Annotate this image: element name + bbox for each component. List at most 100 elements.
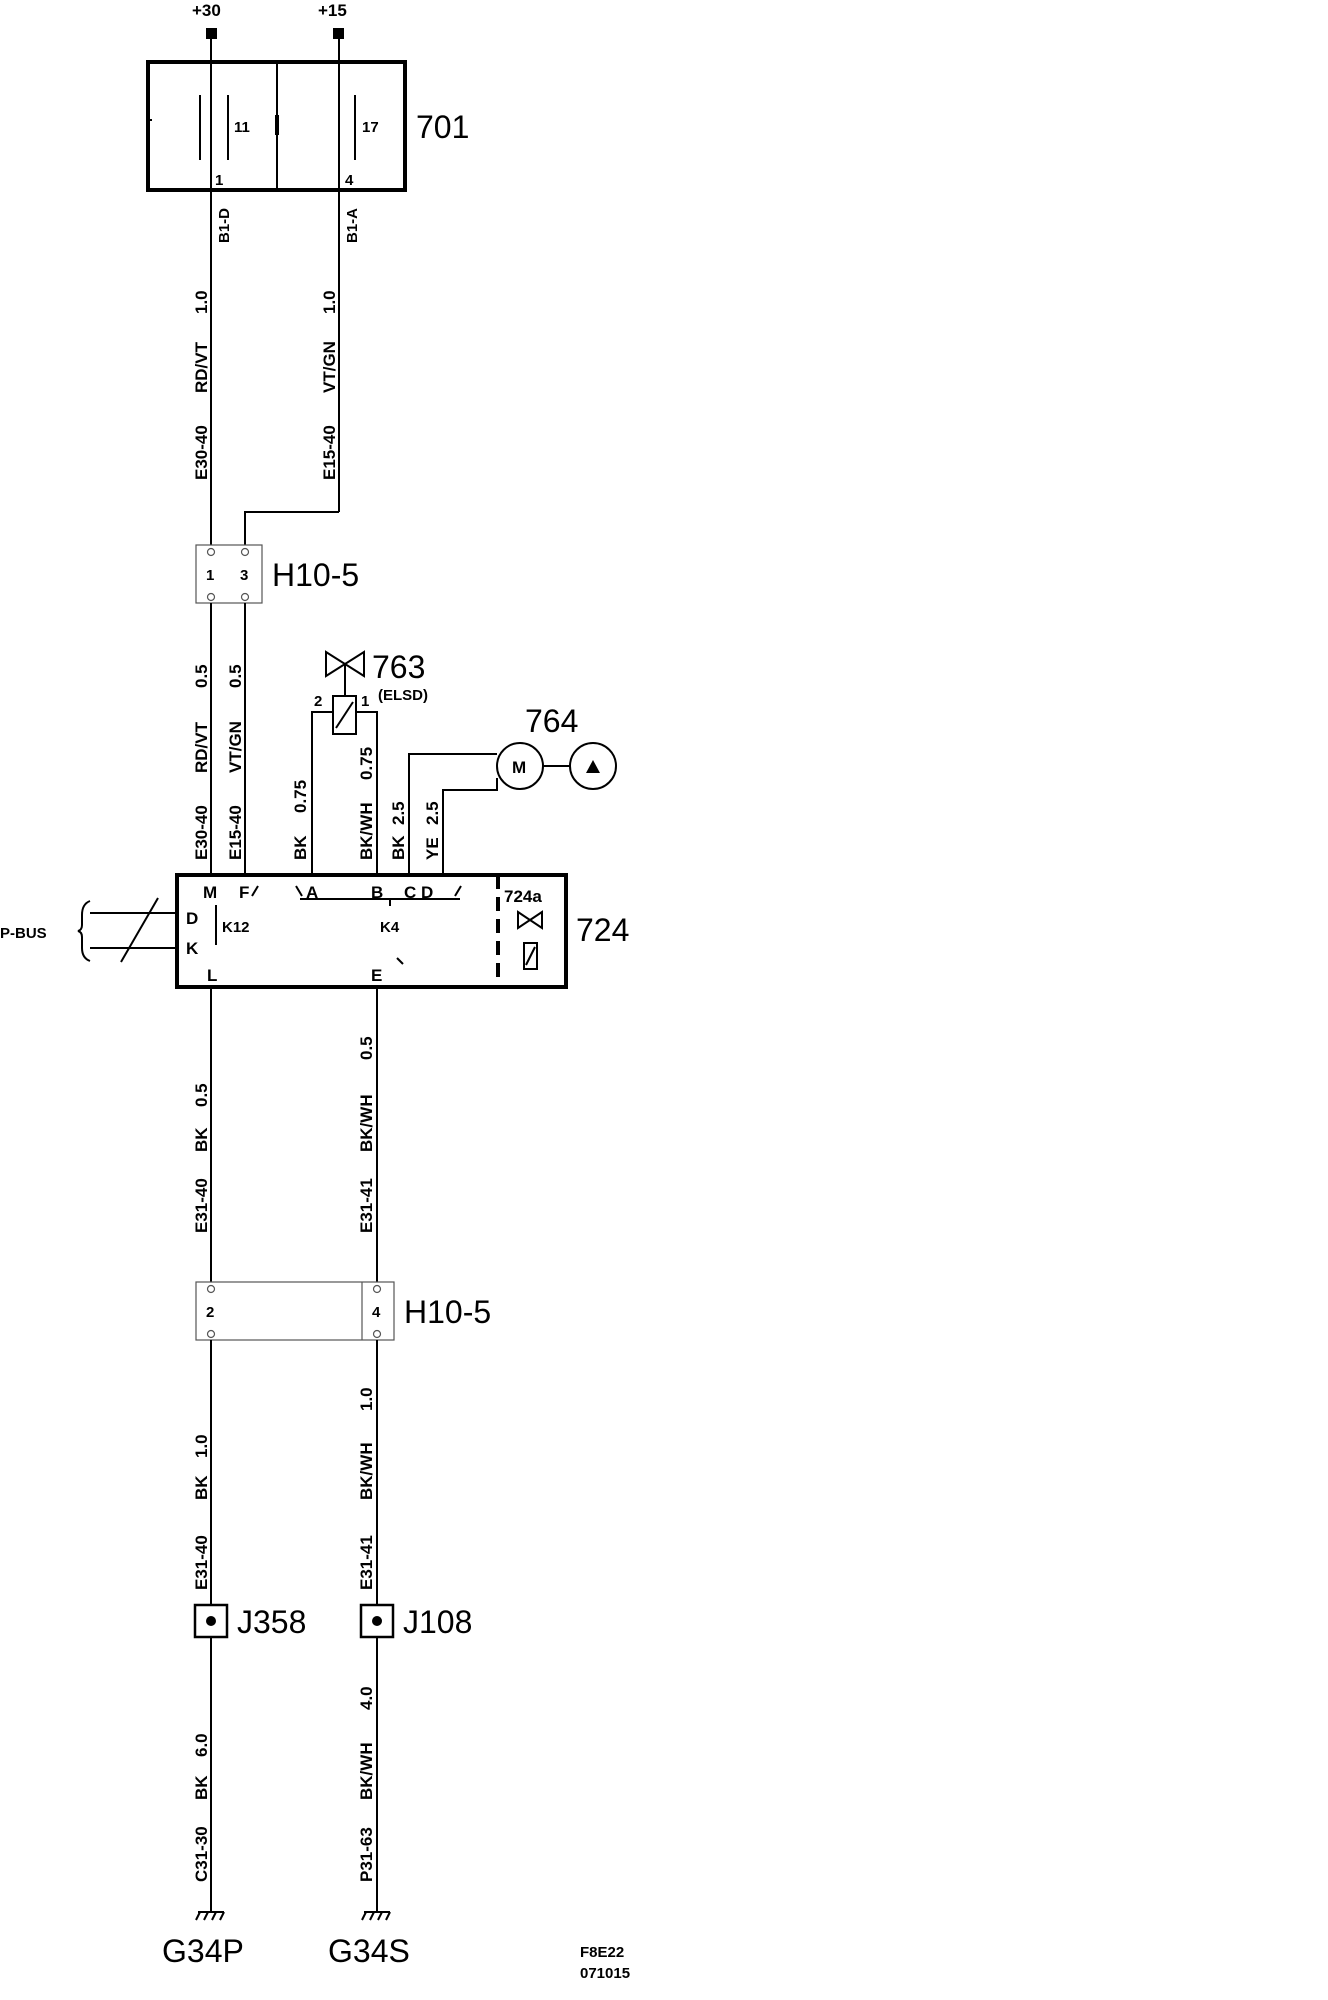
svg-text:2: 2 [314,693,322,710]
svg-text:P31-63: P31-63 [357,1827,376,1882]
connector-bottom-id: H10-5 [404,1294,491,1330]
fuse-pin-1: 1 [215,172,223,189]
svg-text:BK/WH: BK/WH [357,1094,376,1152]
connector-top-id: H10-5 [272,557,359,593]
conn-b1-a: B1-A [344,208,361,243]
svg-text:2.5: 2.5 [423,801,442,825]
wire-p31-63: P31-63 BK/WH 4.0 [357,1686,376,1882]
junction-j108-label: J108 [403,1604,472,1640]
p-bus: P-BUS [0,897,177,963]
svg-text:4.0: 4.0 [357,1686,376,1710]
motor-label: M [512,758,526,777]
svg-text:1.0: 1.0 [192,290,211,314]
wire-c31-30: C31-30 BK 6.0 [192,1733,211,1882]
conn-b1-d: B1-D [216,208,233,243]
ref-code-label: F8E22 [580,1944,624,1961]
fuse-11-label: 11 [234,119,250,136]
wire-bk-2-5: BK 2.5 [389,801,408,860]
supply-terminal-30: +30 [192,1,221,39]
wire-e15-40-top: E15-40 VT/GN 1.0 [320,290,339,480]
wire-bk-0-75: BK 0.75 [291,780,310,860]
svg-text:L: L [207,966,217,985]
svg-text:BK: BK [291,835,310,860]
ref-date-label: 071015 [580,1965,630,1982]
wire-e15-40-mid: E15-40 VT/GN 0.5 [226,664,245,860]
wire-e30-40-mid: E30-40 RD/VT 0.5 [192,664,211,860]
svg-text:1: 1 [206,567,214,584]
module-724: M F A B C D D K K12 K4 L E 724a 724 [175,873,629,989]
p-bus-label: P-BUS [0,925,47,942]
wire-e31-40-low: E31-40 BK 0.5 [192,1083,211,1233]
k12-label: K12 [222,919,250,936]
module-724a-id: 724a [504,887,542,906]
svg-text:D: D [186,909,198,928]
svg-text:E15-40: E15-40 [226,805,245,860]
svg-text:K: K [186,939,199,958]
ground-g34p: G34P [162,1911,244,1969]
wire-e30-40-top: E30-40 RD/VT 1.0 [192,290,211,480]
svg-text:2: 2 [206,1304,214,1321]
terminal-30-label: +30 [192,1,221,20]
svg-text:0.75: 0.75 [291,780,310,813]
fuse-17-label: 17 [362,119,379,136]
svg-text:E31-40: E31-40 [192,1178,211,1233]
svg-text:D: D [421,883,433,902]
svg-text:1.0: 1.0 [357,1387,376,1411]
svg-text:E30-40: E30-40 [192,425,211,480]
svg-text:0.5: 0.5 [226,664,245,688]
connector-h10-5-bottom: 2 4 H10-5 [195,1281,491,1341]
svg-text:E31-41: E31-41 [357,1535,376,1590]
svg-text:1: 1 [361,693,369,710]
svg-text:4: 4 [372,1304,381,1321]
terminal-15-label: +15 [318,1,347,20]
valve-763: 2 1 763 (ELSD) [314,649,428,735]
svg-text:1.0: 1.0 [320,290,339,314]
pump-764: M 764 [496,703,617,790]
pump-764-id: 764 [525,703,578,739]
svg-text:E: E [371,966,382,985]
module-724-id: 724 [576,912,629,948]
fuse-box-id: 701 [416,109,469,145]
wire-ye-2-5: YE 2.5 [423,801,442,860]
svg-text:F: F [239,883,249,902]
svg-text:BK/WH: BK/WH [357,1442,376,1500]
svg-text:BK: BK [389,835,408,860]
svg-text:E31-41: E31-41 [357,1178,376,1233]
reference-code: F8E22 071015 [580,1944,630,1982]
svg-text:RD/VT: RD/VT [192,721,211,773]
connector-h10-5-top: 1 3 H10-5 [195,544,359,604]
valve-763-id: 763 [372,649,425,685]
ground-g34p-label: G34P [162,1933,244,1969]
fuse-pin-4: 4 [345,172,354,189]
valve-763-sub: (ELSD) [378,687,428,704]
junction-j108: J108 [359,1603,472,1640]
wire-e31-41-lower: E31-41 BK/WH 1.0 [357,1387,376,1590]
svg-text:2.5: 2.5 [389,801,408,825]
svg-text:B: B [371,883,383,902]
svg-text:C31-30: C31-30 [192,1826,211,1882]
wire-e31-41-low: E31-41 BK/WH 0.5 [357,1036,376,1233]
svg-text:M: M [203,883,217,902]
svg-text:VT/GN: VT/GN [320,341,339,393]
svg-text:E30-40: E30-40 [192,805,211,860]
svg-text:E31-40: E31-40 [192,1535,211,1590]
svg-text:RD/VT: RD/VT [192,341,211,393]
svg-text:BK: BK [192,1127,211,1152]
svg-text:3: 3 [240,567,248,584]
svg-text:1.0: 1.0 [192,1434,211,1458]
svg-text:0.5: 0.5 [357,1036,376,1060]
supply-terminal-15: +15 [318,1,347,39]
svg-text:0.5: 0.5 [192,664,211,688]
svg-text:YE: YE [423,837,442,860]
junction-j358-label: J358 [237,1604,306,1640]
svg-text:C: C [404,883,416,902]
wire-bkwh-0-75: BK/WH 0.75 [357,747,376,860]
ground-g34s: G34S [328,1911,410,1969]
svg-text:0.5: 0.5 [192,1083,211,1107]
wire-e31-40-lower: E31-40 BK 1.0 [192,1434,211,1590]
svg-text:VT/GN: VT/GN [226,721,245,773]
ground-g34s-label: G34S [328,1933,410,1969]
svg-text:BK: BK [192,1475,211,1500]
svg-text:0.75: 0.75 [357,747,376,780]
